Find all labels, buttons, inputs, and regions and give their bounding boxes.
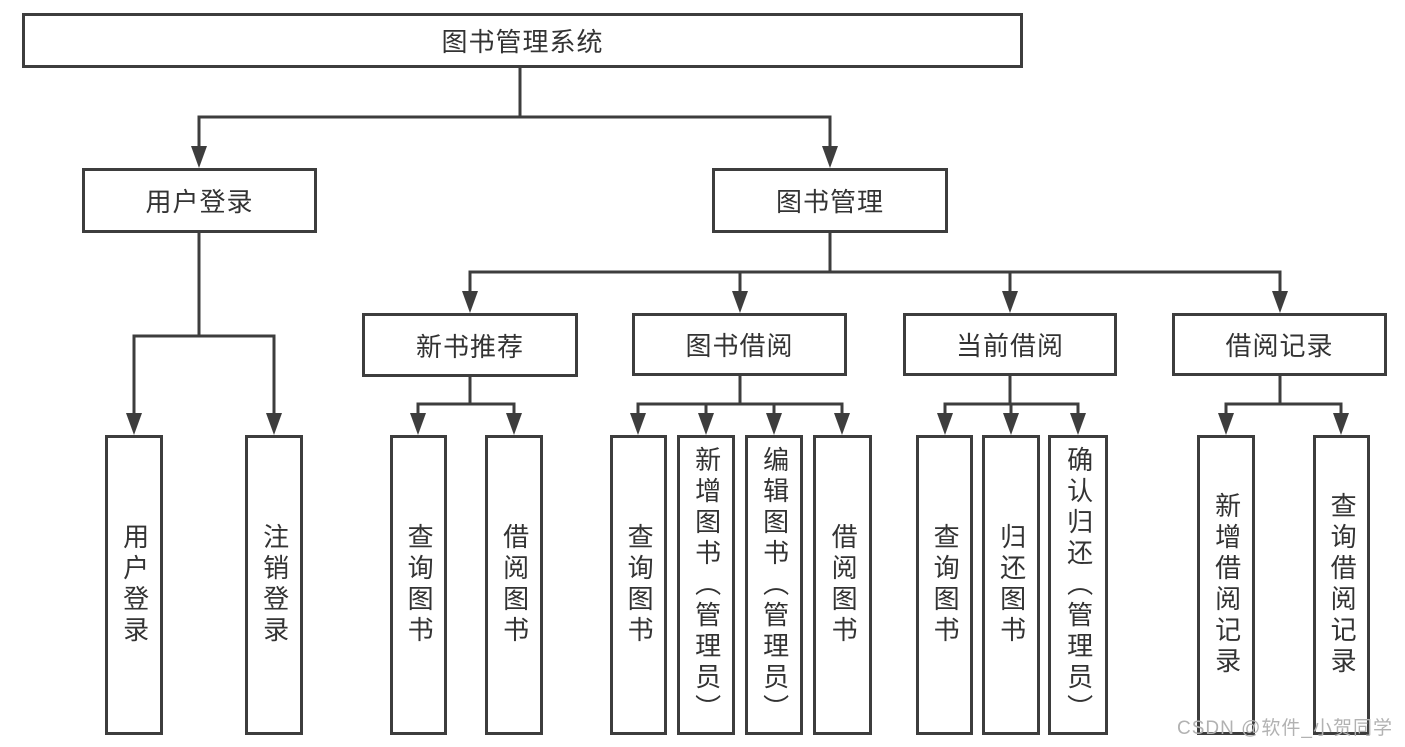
arrowhead-icon <box>834 413 850 435</box>
node-label-system: 图书管理系统 <box>441 27 604 57</box>
arrowhead-icon <box>1272 291 1288 313</box>
node-query-borrow-record: 查询借阅记录 <box>1313 435 1370 735</box>
node-user-login-leaf: 用户登录 <box>105 435 163 735</box>
node-current-borrow: 当前借阅 <box>903 313 1117 376</box>
arrowhead-icon <box>1218 413 1234 435</box>
arrowhead-icon <box>266 413 282 435</box>
node-edit-books-admin: 编辑图书（管理员） <box>745 435 803 735</box>
node-new-book-recommend: 新书推荐 <box>362 313 578 377</box>
arrowhead-icon <box>630 413 646 435</box>
arrowhead-icon <box>822 146 838 168</box>
arrowhead-icon <box>1003 413 1019 435</box>
node-label-return-books: 归还图书 <box>996 523 1027 647</box>
node-label-add-books-admin: 新增图书（管理员） <box>691 445 722 725</box>
arrowhead-icon <box>191 146 207 168</box>
node-label-query-books-c: 查询图书 <box>930 523 961 647</box>
node-add-books-admin: 新增图书（管理员） <box>677 435 735 735</box>
node-logout-login: 注销登录 <box>245 435 303 735</box>
node-label-query-books-b: 查询图书 <box>624 523 655 647</box>
node-confirm-return-admin: 确认归还（管理员） <box>1048 435 1108 735</box>
node-label-user-login-leaf: 用户登录 <box>119 523 150 647</box>
node-return-books: 归还图书 <box>982 435 1040 735</box>
node-label-query-borrow-record: 查询借阅记录 <box>1327 492 1358 678</box>
arrowhead-icon <box>1002 291 1018 313</box>
node-label-book-borrow: 图书借阅 <box>685 331 794 361</box>
node-borrow-books-b: 借阅图书 <box>813 435 872 735</box>
node-user-login: 用户登录 <box>82 168 317 233</box>
node-label-logout-login: 注销登录 <box>259 523 290 647</box>
node-label-add-borrow-record: 新增借阅记录 <box>1211 492 1242 678</box>
arrowhead-icon <box>937 413 953 435</box>
node-borrow-books-a: 借阅图书 <box>485 435 543 735</box>
node-label-confirm-return-admin: 确认归还（管理员） <box>1063 445 1094 725</box>
arrowhead-icon <box>698 413 714 435</box>
arrowhead-icon <box>766 413 782 435</box>
node-book-management: 图书管理 <box>712 168 948 233</box>
node-system: 图书管理系统 <box>22 13 1023 68</box>
node-label-query-books-a: 查询图书 <box>404 523 435 647</box>
arrowhead-icon <box>732 291 748 313</box>
node-label-borrow-record: 借阅记录 <box>1225 331 1334 361</box>
watermark: CSDN @软件_小贺同学 <box>1177 718 1393 739</box>
node-label-book-management: 图书管理 <box>775 187 884 217</box>
node-borrow-record: 借阅记录 <box>1172 313 1387 376</box>
node-label-user-login: 用户登录 <box>145 187 254 217</box>
arrowhead-icon <box>462 291 478 313</box>
node-query-books-b: 查询图书 <box>610 435 667 735</box>
node-label-borrow-books-b: 借阅图书 <box>828 523 859 647</box>
node-add-borrow-record: 新增借阅记录 <box>1197 435 1255 735</box>
arrowhead-icon <box>1333 413 1349 435</box>
node-label-edit-books-admin: 编辑图书（管理员） <box>759 445 790 725</box>
node-query-books-c: 查询图书 <box>916 435 973 735</box>
node-book-borrow: 图书借阅 <box>632 313 847 376</box>
node-label-borrow-books-a: 借阅图书 <box>499 523 530 647</box>
arrowhead-icon <box>410 413 426 435</box>
arrowhead-icon <box>506 413 522 435</box>
node-query-books-a: 查询图书 <box>390 435 447 735</box>
node-label-current-borrow: 当前借阅 <box>955 331 1064 361</box>
arrowhead-icon <box>126 413 142 435</box>
node-label-new-book-recommend: 新书推荐 <box>415 331 524 362</box>
arrowhead-icon <box>1070 413 1086 435</box>
